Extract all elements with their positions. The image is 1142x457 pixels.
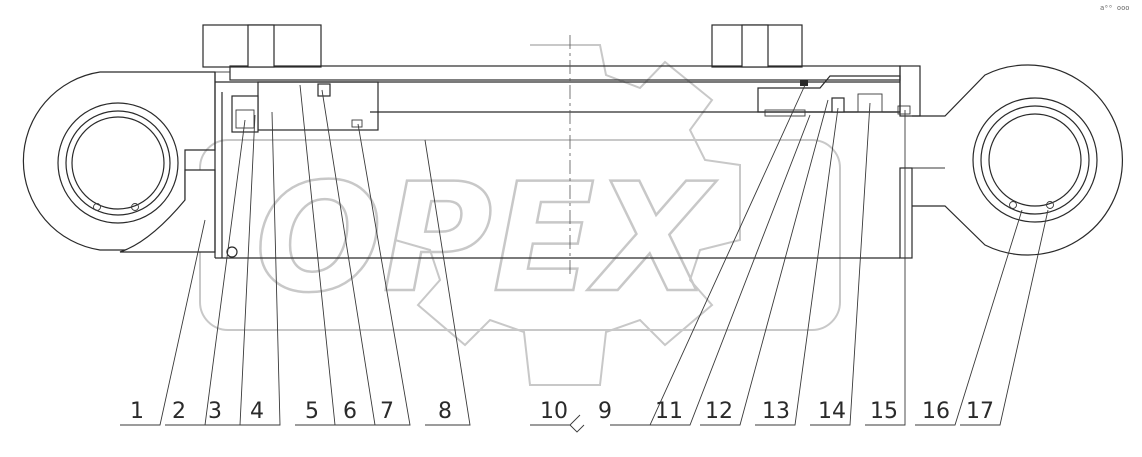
callout-14: 14 xyxy=(818,399,846,424)
rod-gland xyxy=(757,65,921,259)
callout-9: 9 xyxy=(598,399,612,424)
callout-11: 11 xyxy=(655,399,683,424)
watermark-text: OPEX xyxy=(255,152,717,326)
callout-16: 16 xyxy=(922,399,950,424)
callout-6: 6 xyxy=(343,399,357,424)
callout-13: 13 xyxy=(762,399,790,424)
callout-2: 2 xyxy=(172,399,186,424)
callout-17: 17 xyxy=(966,399,994,424)
cylinder-body xyxy=(214,35,901,275)
callout-1: 1 xyxy=(130,399,144,424)
right-rod-eye xyxy=(912,64,1124,256)
callout-10: 10 xyxy=(540,399,568,424)
leader-lines xyxy=(120,84,1049,433)
callout-5: 5 xyxy=(305,399,319,424)
callout-labels: 1 2 3 4 5 6 7 8 10 9 11 12 13 14 15 16 1… xyxy=(130,399,994,424)
left-clevis-eye xyxy=(22,71,216,253)
callout-12: 12 xyxy=(705,399,733,424)
callout-3: 3 xyxy=(208,399,222,424)
callout-4: 4 xyxy=(250,399,264,424)
port-blocks xyxy=(202,24,803,68)
watermark: OPEX xyxy=(199,44,841,386)
corner-mark: a⁰⁰ ooo xyxy=(1100,4,1130,12)
callout-8: 8 xyxy=(438,399,452,424)
callout-15: 15 xyxy=(870,399,898,424)
callout-7: 7 xyxy=(380,399,394,424)
